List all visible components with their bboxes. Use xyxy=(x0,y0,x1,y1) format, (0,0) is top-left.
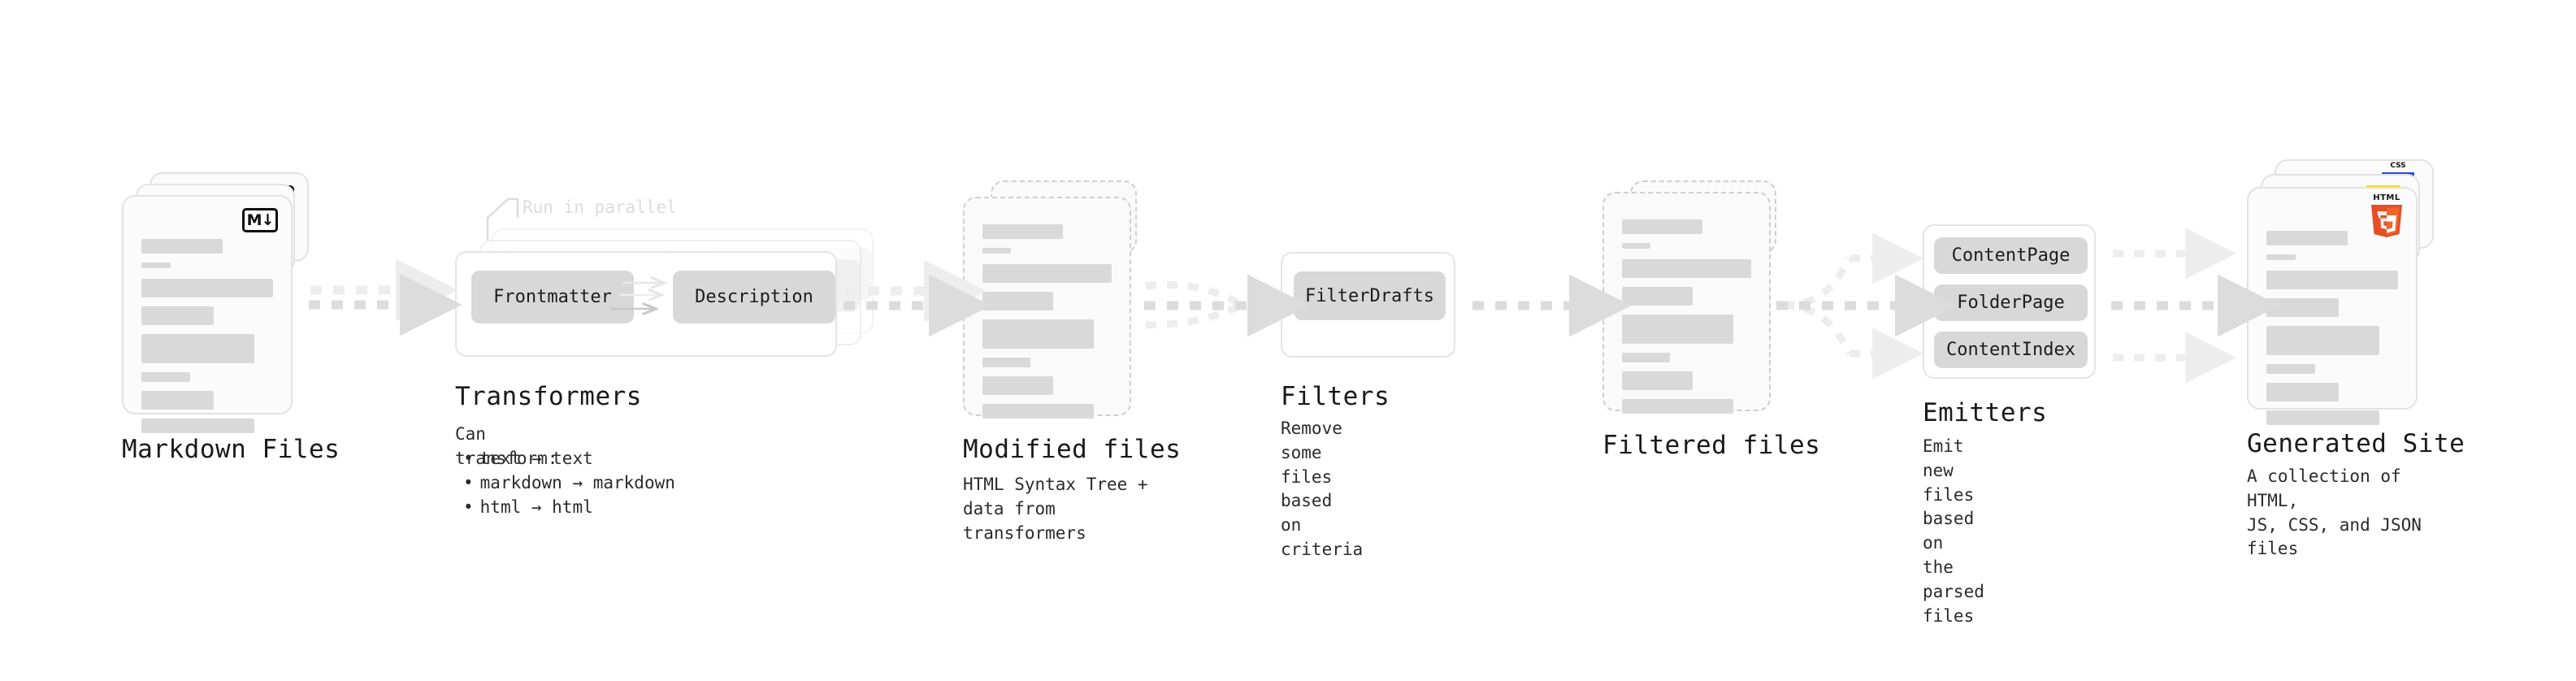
stage-markdown-files: M↓ M↓ M↓ xyxy=(122,0,340,464)
emitters-subtitle: Emit new files based on the parsed files xyxy=(1923,436,1984,626)
stage-modified-files: Modified files HTML Syntax Tree + data f… xyxy=(963,0,1181,543)
markdown-doc-stack: M↓ M↓ M↓ xyxy=(122,0,309,433)
modified-doc-skeleton xyxy=(982,224,1112,427)
transformers-capability-item: •text → text xyxy=(463,449,593,468)
generated-site-subtitle: A collection of HTML, JS, CSS, and JSON … xyxy=(2247,466,2422,559)
markdown-badge-front: M↓ xyxy=(242,208,278,232)
stage-filtered-files: Filtered files xyxy=(1602,0,1820,460)
generated-doc-skeleton xyxy=(2266,231,2398,434)
css-badge-label: CSS xyxy=(2390,162,2406,170)
transformers-subtitle: Can transform: xyxy=(455,424,558,468)
transformers-box-front[interactable]: Frontmatter Description xyxy=(455,251,837,357)
transformers-capability-item: •markdown → markdown xyxy=(463,472,675,492)
bullet-icon: • xyxy=(463,497,474,517)
modified-doc-front xyxy=(963,197,1131,419)
arrow-emitters-to-site xyxy=(2111,228,2280,384)
filtered-doc-front xyxy=(1602,192,1771,414)
modified-doc-stack xyxy=(963,0,1150,419)
emitters-pill-folderpage[interactable]: FolderPage xyxy=(1934,284,2088,321)
transformers-capability-list: •text → text •markdown → markdown •html … xyxy=(463,447,675,519)
html5-shield-icon xyxy=(2371,205,2402,237)
arrow-markdown-to-transformers xyxy=(309,258,462,336)
filtered-doc-stack xyxy=(1602,0,1789,414)
filters-box[interactable]: FilterDrafts xyxy=(1281,252,1455,358)
filtered-files-title: Filtered files xyxy=(1602,431,1821,460)
generated-site-title: Generated Site xyxy=(2247,429,2465,458)
modified-files-title: Modified files xyxy=(963,435,1182,464)
emitters-pill-contentpage[interactable]: ContentPage xyxy=(1934,237,2088,274)
generated-doc-front: HTML xyxy=(2247,187,2418,425)
filters-title: Filters xyxy=(1281,382,1390,411)
markdown-doc-front: M↓ xyxy=(122,195,293,433)
emitters-title: Emitters xyxy=(1923,398,2048,427)
emitters-pill-contentindex[interactable]: ContentIndex xyxy=(1934,332,2088,368)
transformers-pill-frontmatter[interactable]: Frontmatter xyxy=(471,271,634,323)
transformers-pill-description[interactable]: Description xyxy=(673,271,835,323)
filters-subtitle: Remove some files based on criteria xyxy=(1281,419,1364,560)
filters-pill-filterdrafts[interactable]: FilterDrafts xyxy=(1294,271,1446,320)
markdown-doc-skeleton xyxy=(141,239,273,442)
markdown-badge-front-label: M↓ xyxy=(246,210,275,229)
markdown-files-title: Markdown Files xyxy=(122,435,340,464)
arrow-modified-to-filters xyxy=(1144,274,1310,337)
bullet-icon: • xyxy=(463,472,474,492)
filtered-doc-skeleton xyxy=(1622,219,1751,423)
html5-badge-label: HTML xyxy=(2373,193,2400,202)
transformers-capability-item: •html → html xyxy=(463,497,593,517)
transformers-title: Transformers xyxy=(455,382,642,411)
arrow-filtered-to-emitters xyxy=(1776,232,1958,380)
stage-generated-site: CSS HTML xyxy=(2247,0,2465,558)
html5-badge: HTML xyxy=(2369,193,2405,237)
bullet-icon: • xyxy=(463,449,474,468)
run-in-parallel-label: Run in parallel xyxy=(523,197,677,217)
emitters-box[interactable]: ContentPage FolderPage ContentIndex xyxy=(1923,224,2096,379)
modified-files-subtitle: HTML Syntax Tree + data from transformer… xyxy=(963,475,1148,543)
generated-doc-stack: CSS HTML xyxy=(2247,0,2442,425)
